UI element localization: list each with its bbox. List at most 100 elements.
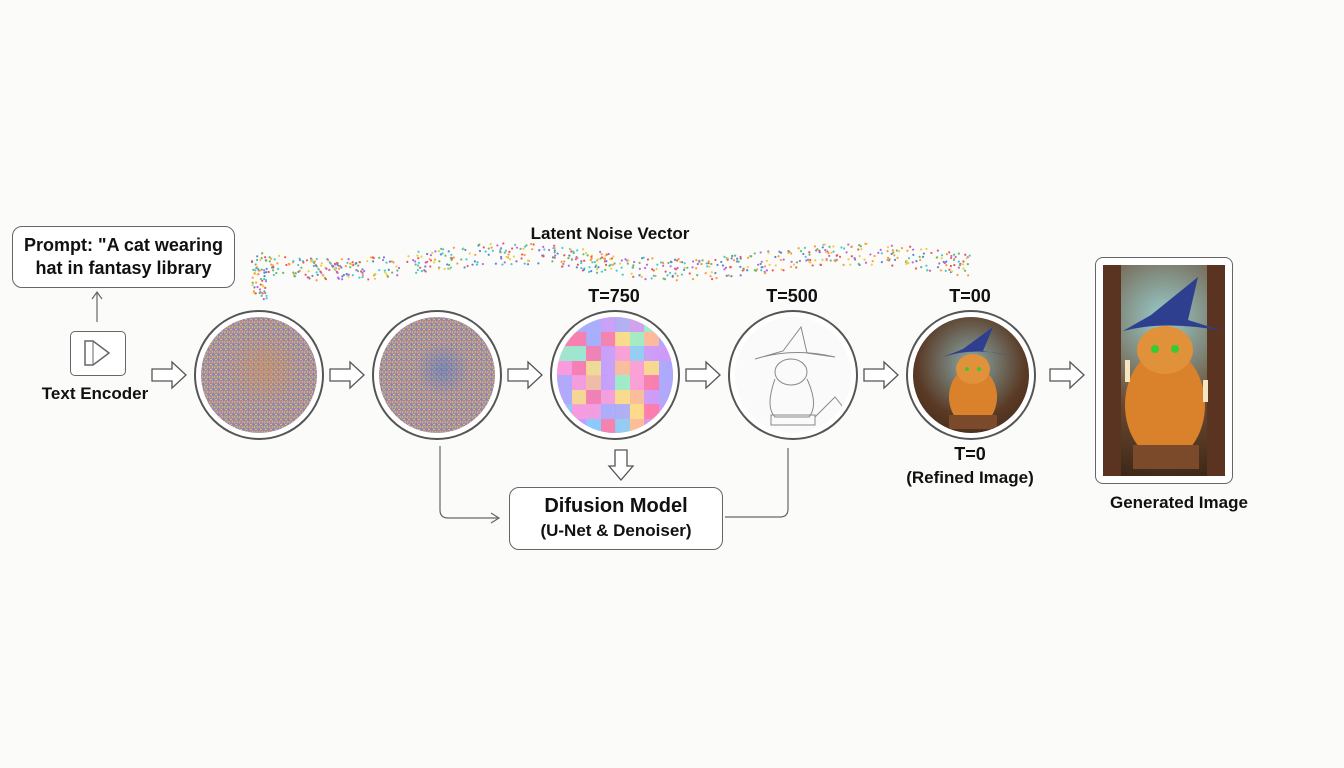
noise-dot xyxy=(892,251,895,254)
noise-dot xyxy=(966,263,969,266)
noise-dot xyxy=(954,255,957,259)
noise-dot xyxy=(780,268,783,271)
noise-dot xyxy=(570,258,574,261)
noise-dot xyxy=(584,251,588,255)
noise-dot xyxy=(604,263,608,266)
noise-dot xyxy=(907,261,910,265)
noise-dot xyxy=(496,244,499,247)
pixel-block xyxy=(615,331,630,347)
noise-dot xyxy=(895,249,898,252)
noise-dot xyxy=(669,265,672,268)
noise-dot xyxy=(456,262,459,265)
noise-dot xyxy=(538,249,541,252)
noise-dot xyxy=(491,249,494,252)
noise-dot xyxy=(720,260,723,264)
noise-dot xyxy=(716,263,719,267)
arrowhead xyxy=(91,290,103,300)
noise-dot xyxy=(661,261,664,264)
pixel-block xyxy=(586,360,601,376)
noise-dot xyxy=(543,248,546,251)
noise-dot xyxy=(638,267,641,270)
noise-dot xyxy=(542,245,545,248)
pixel-block xyxy=(586,404,601,419)
noise-dot xyxy=(595,268,599,271)
noise-dot xyxy=(347,257,350,261)
noise-dot xyxy=(858,255,861,258)
noise-dot xyxy=(580,260,583,263)
noise-dot xyxy=(918,255,921,258)
noise-dot xyxy=(701,259,704,262)
noise-dot xyxy=(746,269,749,272)
step-noise-2 xyxy=(372,310,502,440)
noise-dot xyxy=(795,266,798,269)
noise-dot xyxy=(803,246,807,250)
pixel-block xyxy=(571,360,587,376)
noise-dot xyxy=(260,252,264,255)
step-t0 xyxy=(906,310,1036,440)
noise-dot xyxy=(590,270,593,273)
noise-dot xyxy=(406,260,409,263)
pixel-block xyxy=(557,360,572,376)
noise-dot xyxy=(417,250,420,253)
noise-dot xyxy=(714,258,717,262)
noise-dot xyxy=(853,257,856,260)
pixel-block xyxy=(629,317,645,332)
noise-dot xyxy=(939,269,942,272)
noise-dot xyxy=(808,253,811,256)
pixel-block xyxy=(571,375,587,390)
noise-dot xyxy=(567,264,570,267)
noise-dot xyxy=(360,270,363,273)
noise-dot xyxy=(414,263,417,266)
noise-dot xyxy=(779,258,782,262)
noise-dot xyxy=(325,267,328,270)
noise-dot xyxy=(390,260,393,263)
noise-dot xyxy=(968,254,971,257)
noise-dot xyxy=(416,268,420,272)
noise-dot xyxy=(574,258,577,261)
noise-dot xyxy=(563,260,566,263)
noise-dot xyxy=(262,298,265,301)
noise-dot xyxy=(715,277,718,280)
noise-dot xyxy=(869,253,872,256)
noise-dot xyxy=(905,262,908,265)
noise-dot xyxy=(683,262,686,265)
noise-dot xyxy=(553,251,556,254)
noise-dot xyxy=(792,263,796,266)
noise-dot xyxy=(638,274,641,277)
noise-dot xyxy=(523,262,526,265)
noise-dot xyxy=(886,258,889,262)
noise-dot xyxy=(818,251,821,254)
prompt-line-2: hat in fantasy library xyxy=(35,258,212,278)
noise-dot xyxy=(312,264,315,268)
noise-dot xyxy=(476,261,479,264)
noise-dot xyxy=(948,251,951,254)
noise-dot xyxy=(906,249,909,252)
noise-dot xyxy=(508,258,512,261)
noise-dot xyxy=(726,256,729,260)
noise-dot xyxy=(262,269,266,272)
pixel-block xyxy=(629,404,645,419)
pixel-block xyxy=(615,389,630,405)
noise-dot xyxy=(504,249,508,252)
noise-dot xyxy=(378,268,381,272)
pixel-block xyxy=(600,346,616,361)
noise-dot xyxy=(349,266,352,269)
pixel-block xyxy=(586,418,601,433)
noise-dot xyxy=(490,246,493,249)
noise-dot xyxy=(439,253,442,256)
noise-dot xyxy=(666,274,669,277)
pixel-block xyxy=(586,331,601,347)
noise-dot xyxy=(382,256,386,259)
noise-dot xyxy=(324,278,327,281)
noise-dot xyxy=(255,266,258,270)
noise-dot xyxy=(930,251,933,255)
noise-dot xyxy=(475,263,479,266)
noise-dot xyxy=(961,263,965,266)
noise-dot xyxy=(252,290,256,293)
noise-dot xyxy=(798,259,802,263)
noise-dot xyxy=(836,254,839,257)
noise-dot xyxy=(600,253,603,256)
pixel-block xyxy=(629,418,645,433)
noise-dot xyxy=(723,255,726,258)
text-encoder-label: Text Encoder xyxy=(41,384,149,403)
